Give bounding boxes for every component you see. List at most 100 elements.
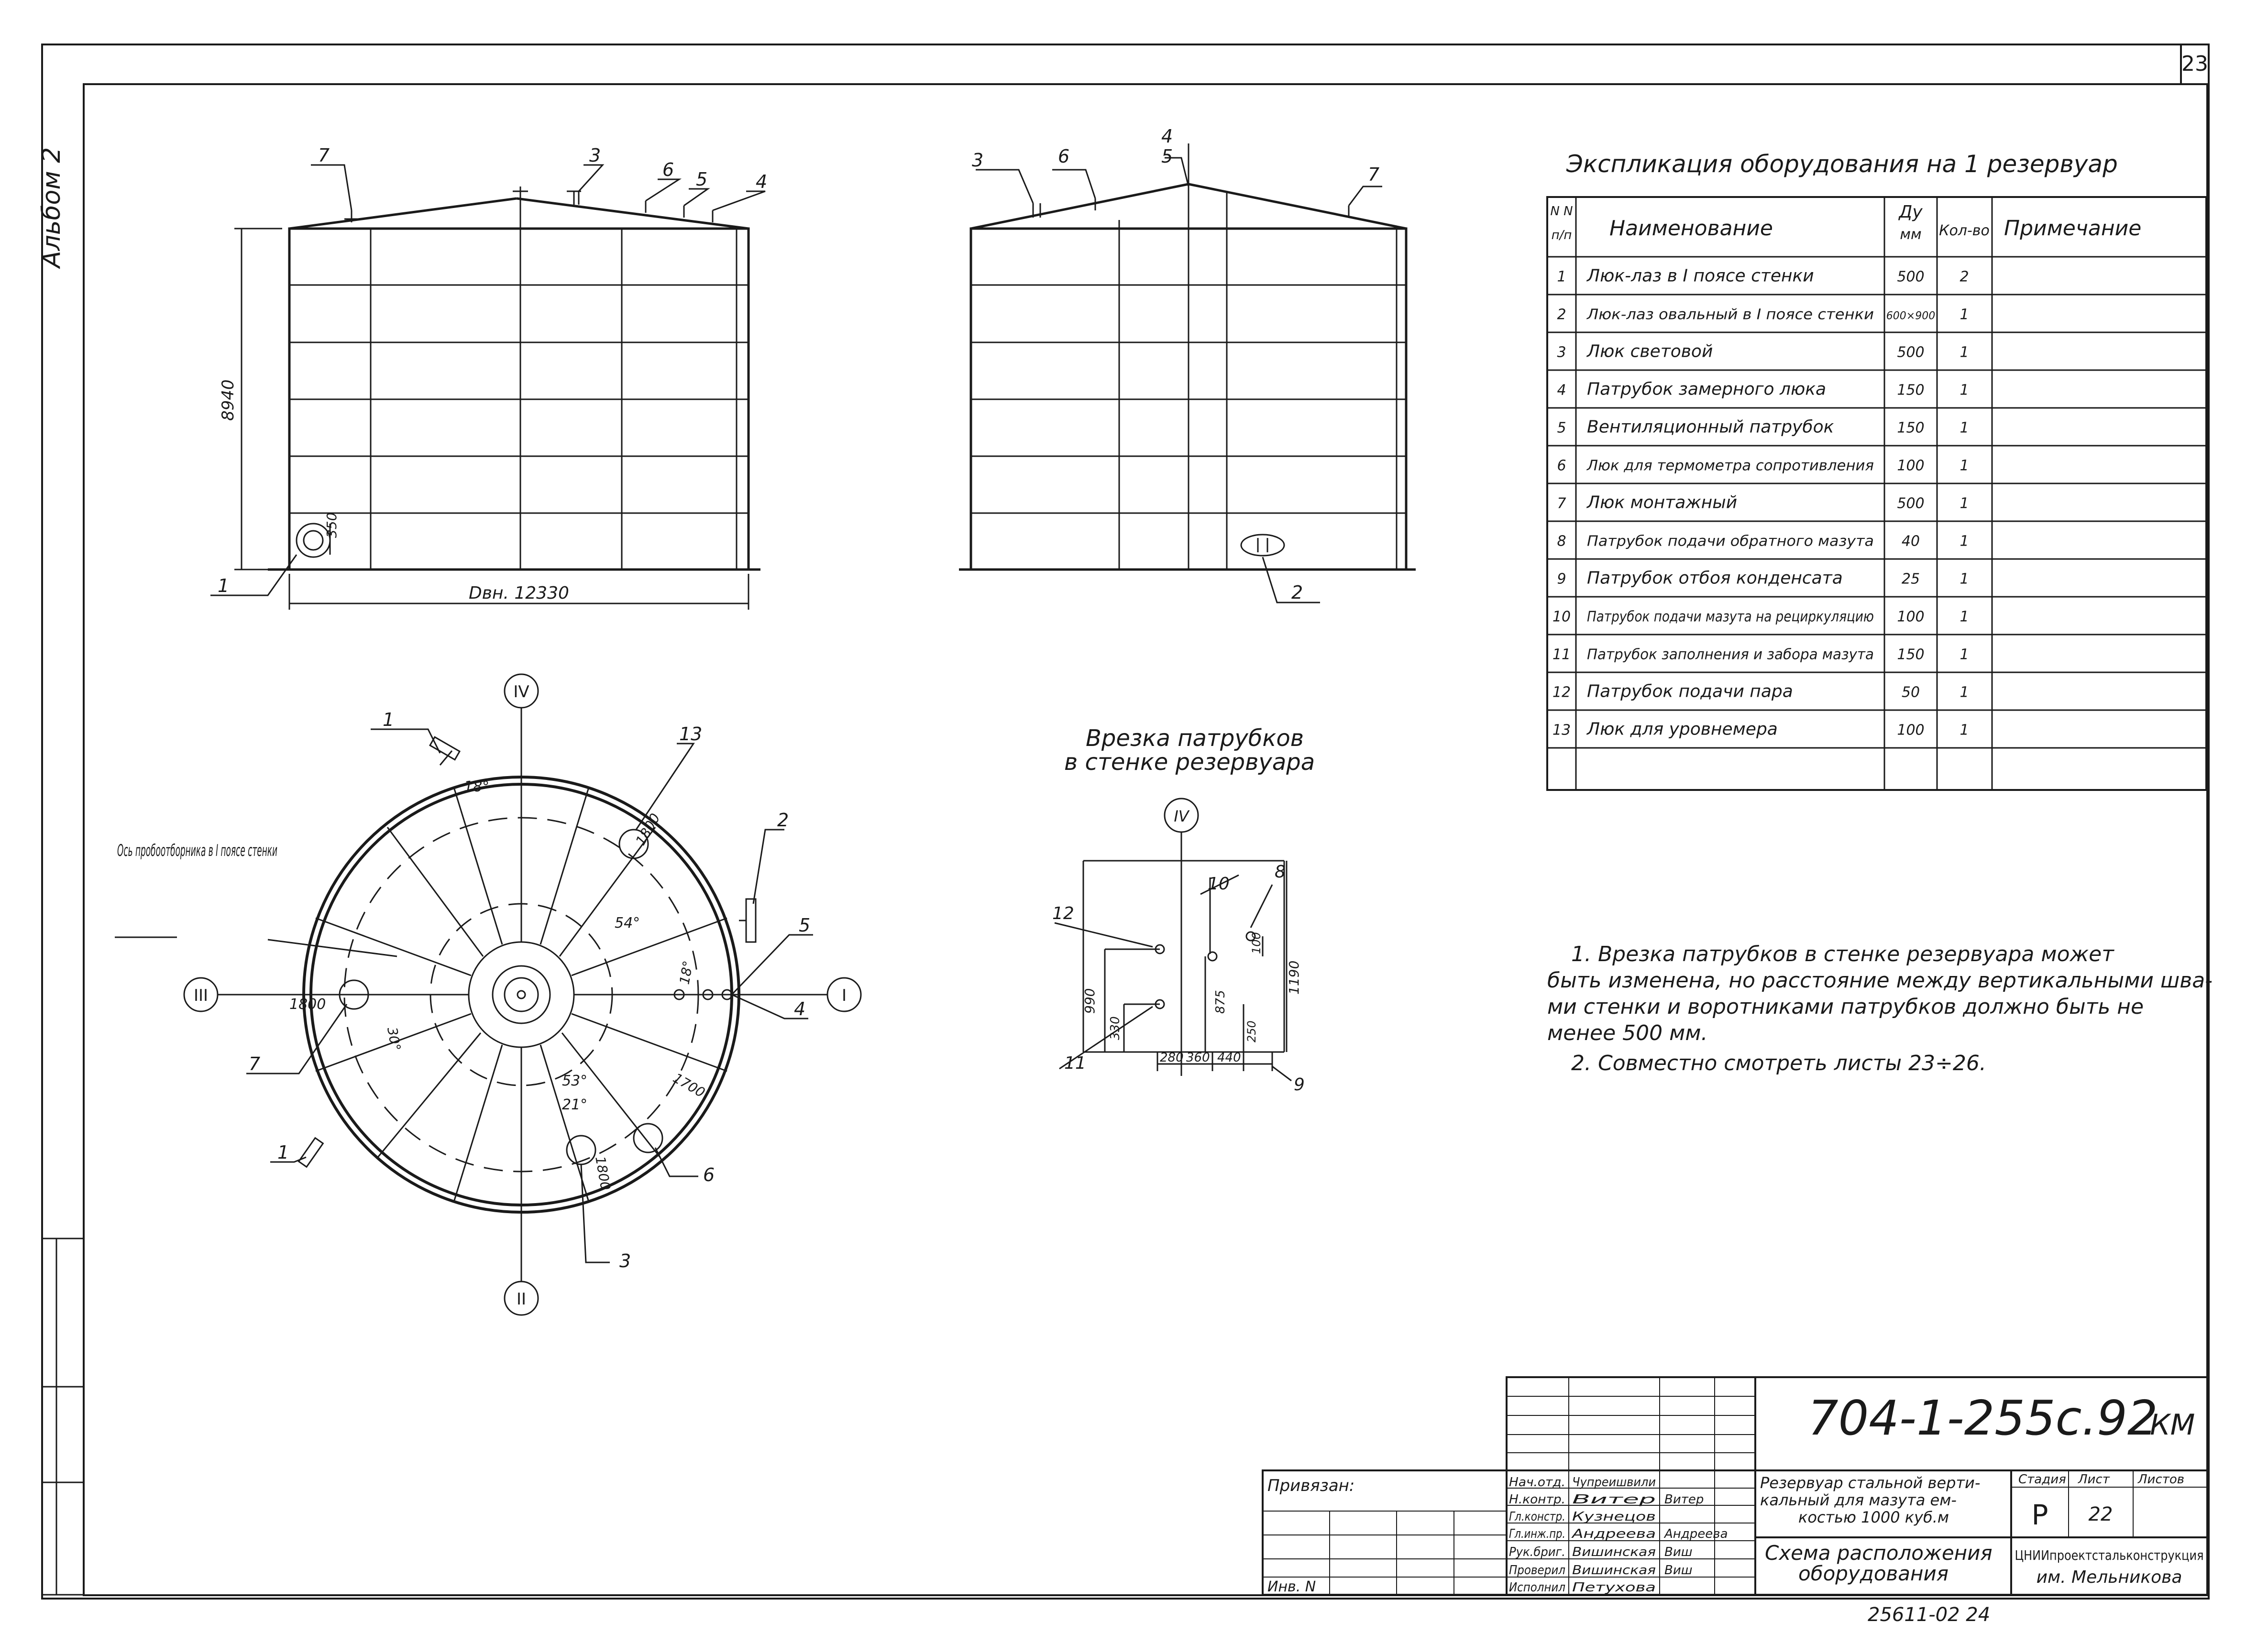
table-cell-dn: 600×900 xyxy=(1886,310,1935,322)
plan-view: IV I II III Ось пробоотборника в I поясе… xyxy=(115,673,862,1316)
svg-text:4: 4 xyxy=(794,998,805,1019)
sheet-number: 23 xyxy=(2181,52,2208,76)
table-cell-dn: 40 xyxy=(1902,533,1920,549)
table-cell-number: 8 xyxy=(1557,533,1566,549)
table-cell-number: 9 xyxy=(1557,570,1566,587)
svg-text:п/п: п/п xyxy=(1552,228,1572,242)
table-cell-dn: 100 xyxy=(1897,457,1924,474)
table-cell-name: Патрубок подачи мазута на рециркуляцию xyxy=(1587,608,1874,625)
svg-text:350: 350 xyxy=(324,513,340,538)
equipment-table-title: Экспликация оборудования на 1 резервуар xyxy=(1566,150,2118,178)
svg-text:II: II xyxy=(517,1290,526,1309)
svg-text:990: 990 xyxy=(1082,988,1098,1014)
svg-text:7: 7 xyxy=(1368,164,1379,185)
svg-text:4: 4 xyxy=(756,171,767,192)
svg-text:53°: 53° xyxy=(562,1073,587,1089)
svg-text:1700: 1700 xyxy=(671,1070,708,1100)
table-cell-dn: 500 xyxy=(1897,344,1924,361)
svg-text:ЦНИИпроектстальконструкция: ЦНИИпроектстальконструкция xyxy=(2015,1547,2204,1563)
svg-text:III: III xyxy=(194,986,208,1005)
table-cell-number: 2 xyxy=(1557,306,1566,323)
svg-text:9: 9 xyxy=(1294,1075,1305,1095)
title-block: 704-1-255с.92 КМ Привязан: Инв. N Нач.от… xyxy=(1262,1376,2208,1626)
table-cell-dn: 100 xyxy=(1897,722,1924,738)
svg-text:Стадия: Стадия xyxy=(2018,1472,2066,1487)
svg-text:Схема расположения: Схема расположения xyxy=(1765,1541,1993,1565)
table-cell-number: 3 xyxy=(1557,344,1566,361)
svg-text:мм: мм xyxy=(1900,226,1921,243)
svg-text:6: 6 xyxy=(1058,146,1069,167)
sheet-frame xyxy=(41,44,2210,1600)
svg-text:440: 440 xyxy=(1217,1051,1241,1065)
table-cell-qty: 1 xyxy=(1960,646,1969,663)
table-cell-dn: 50 xyxy=(1902,684,1920,701)
svg-text:1: 1 xyxy=(383,709,394,730)
table-cell-qty: 1 xyxy=(1960,382,1969,398)
svg-text:8940: 8940 xyxy=(219,379,238,421)
title-block-signature: Андреева xyxy=(1663,1527,1728,1541)
table-cell-dn: 100 xyxy=(1897,608,1924,625)
table-cell-qty: 2 xyxy=(1960,268,1969,285)
table-cell-qty: 1 xyxy=(1960,457,1969,474)
svg-text:1800: 1800 xyxy=(592,1155,614,1191)
svg-text:2: 2 xyxy=(1291,582,1303,603)
svg-text:в стенке резервуара: в стенке резервуара xyxy=(1064,749,1315,776)
svg-text:кальный для мазута ем-: кальный для мазута ем- xyxy=(1760,1491,1957,1509)
title-block-name: Андреева xyxy=(1571,1527,1656,1541)
svg-text:250: 250 xyxy=(1245,1020,1258,1042)
table-cell-number: 11 xyxy=(1552,646,1571,663)
table-cell-dn: 500 xyxy=(1897,495,1924,512)
svg-text:6: 6 xyxy=(662,159,674,180)
title-block-role: Рук.бриг. xyxy=(1509,1545,1565,1559)
equipment-table: Экспликация оборудования на 1 резервуар … xyxy=(1546,150,2207,791)
svg-text:360: 360 xyxy=(1186,1051,1210,1065)
album-label: Альбом 2 xyxy=(37,147,66,269)
svg-text:18°: 18° xyxy=(464,778,489,795)
svg-text:12: 12 xyxy=(1052,904,1074,923)
svg-text:10: 10 xyxy=(1208,874,1230,894)
svg-text:костью 1000 куб.м: костью 1000 куб.м xyxy=(1798,1508,1949,1526)
svg-text:Привязан:: Привязан: xyxy=(1267,1476,1354,1495)
table-cell-number: 4 xyxy=(1557,382,1566,398)
table-cell-number: 6 xyxy=(1557,457,1566,474)
svg-text:4: 4 xyxy=(1161,126,1173,147)
svg-text:IV: IV xyxy=(513,682,529,701)
title-block-name: Вишинская xyxy=(1572,1563,1656,1578)
title-block-name: Кузнецов xyxy=(1572,1510,1656,1524)
svg-text:3: 3 xyxy=(972,150,983,171)
table-cell-number: 1 xyxy=(1557,268,1566,285)
svg-text:25611-02 24: 25611-02 24 xyxy=(1868,1604,1990,1626)
table-cell-name: Люк-лаз овальный в I поясе стенки xyxy=(1586,306,1874,323)
svg-text:30°: 30° xyxy=(384,1026,404,1052)
svg-text:ми стенки и воротниками патруб: ми стенки и воротниками патрубков должно… xyxy=(1547,995,2144,1019)
plan-note-label: Ось пробоотборника в I поясе стенки xyxy=(117,841,277,860)
svg-text:1800: 1800 xyxy=(289,996,326,1013)
table-cell-qty: 1 xyxy=(1960,684,1969,701)
svg-text:менее 500 мм.: менее 500 мм. xyxy=(1547,1021,1708,1045)
margin-stamp xyxy=(41,1238,85,1596)
svg-text:КМ: КМ xyxy=(2150,1408,2195,1442)
svg-text:1: 1 xyxy=(218,575,229,596)
svg-text:Резервуар стальной верти-: Резервуар стальной верти- xyxy=(1760,1474,1980,1492)
svg-text:быть изменена, но расстояние м: быть изменена, но расстояние между верти… xyxy=(1547,968,2213,993)
svg-text:5: 5 xyxy=(799,915,810,936)
svg-text:54°: 54° xyxy=(615,915,640,932)
table-cell-dn: 500 xyxy=(1897,268,1924,285)
svg-text:7: 7 xyxy=(249,1053,260,1074)
svg-text:280: 280 xyxy=(1160,1051,1184,1065)
svg-text:21°: 21° xyxy=(562,1096,587,1113)
elevation-left: 8940 350 Dвн. 12330 7 3 6 5 4 1 xyxy=(210,145,767,610)
table-cell-qty: 1 xyxy=(1960,419,1969,436)
table-cell-qty: 1 xyxy=(1960,608,1969,625)
svg-text:Примечание: Примечание xyxy=(2004,216,2141,241)
svg-text:875: 875 xyxy=(1213,990,1228,1014)
title-block-role: Проверил xyxy=(1509,1563,1565,1578)
svg-text:2. Совместно смотреть листы 23: 2. Совместно смотреть листы 23÷26. xyxy=(1571,1051,1986,1075)
svg-text:1: 1 xyxy=(277,1142,289,1163)
svg-text:6: 6 xyxy=(703,1164,715,1185)
svg-text:3: 3 xyxy=(619,1250,631,1271)
table-cell-number: 5 xyxy=(1557,419,1566,436)
table-cell-dn: 150 xyxy=(1897,382,1924,398)
table-cell-name: Патрубок заполнения и забора мазута xyxy=(1587,646,1874,663)
svg-text:N N: N N xyxy=(1550,204,1573,219)
